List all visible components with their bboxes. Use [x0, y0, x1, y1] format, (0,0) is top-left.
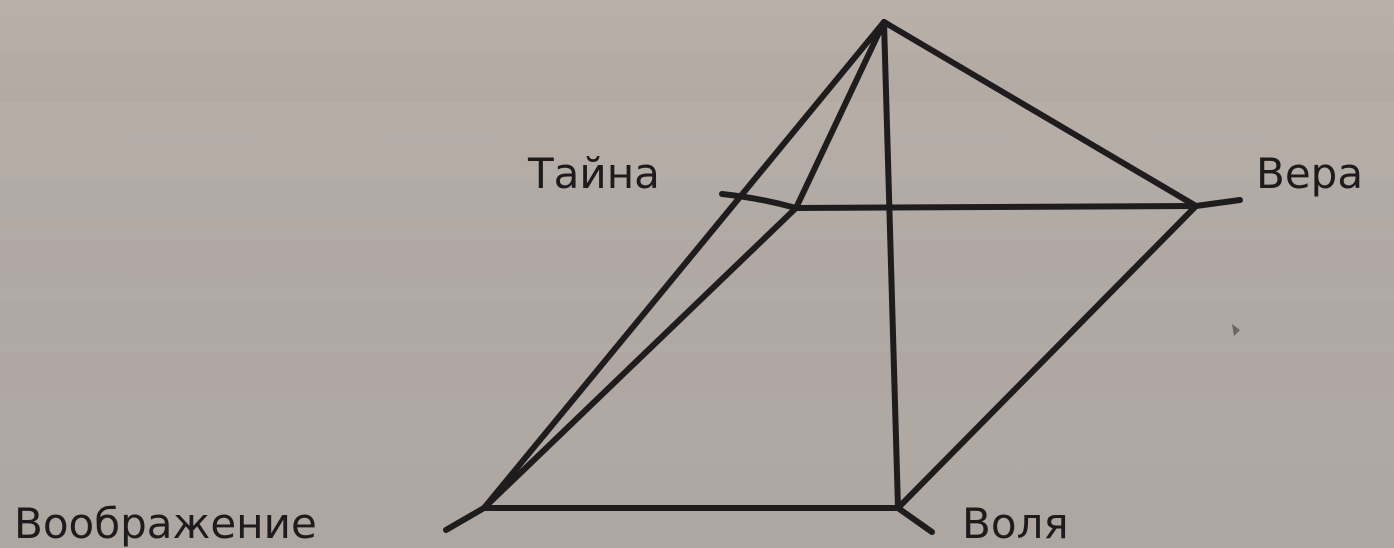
label-will: Воля [962, 499, 1069, 548]
edge-mystery-tail [719, 191, 799, 211]
edge-will-to-faith [895, 203, 1199, 511]
ink-speck [1232, 324, 1240, 336]
edge-apex-to-will [881, 19, 901, 511]
bleed-through-texture [0, 52, 1394, 396]
edge-mystery-to-imagination [481, 205, 799, 511]
edge-apex-to-faith [881, 19, 1199, 209]
edge-will-tail [895, 505, 935, 535]
label-faith: Вера [1256, 149, 1363, 198]
edge-apex-to-mystery [793, 19, 887, 211]
pyramid-edges [443, 19, 1243, 535]
edge-imagination-tail [443, 505, 487, 533]
edge-faith-tail [1193, 197, 1243, 209]
label-mystery: Тайна [527, 149, 660, 198]
edge-apex-to-imagination [481, 19, 887, 511]
label-imagination: Воображение [14, 499, 317, 548]
edge-mystery-to-faith [793, 203, 1199, 211]
